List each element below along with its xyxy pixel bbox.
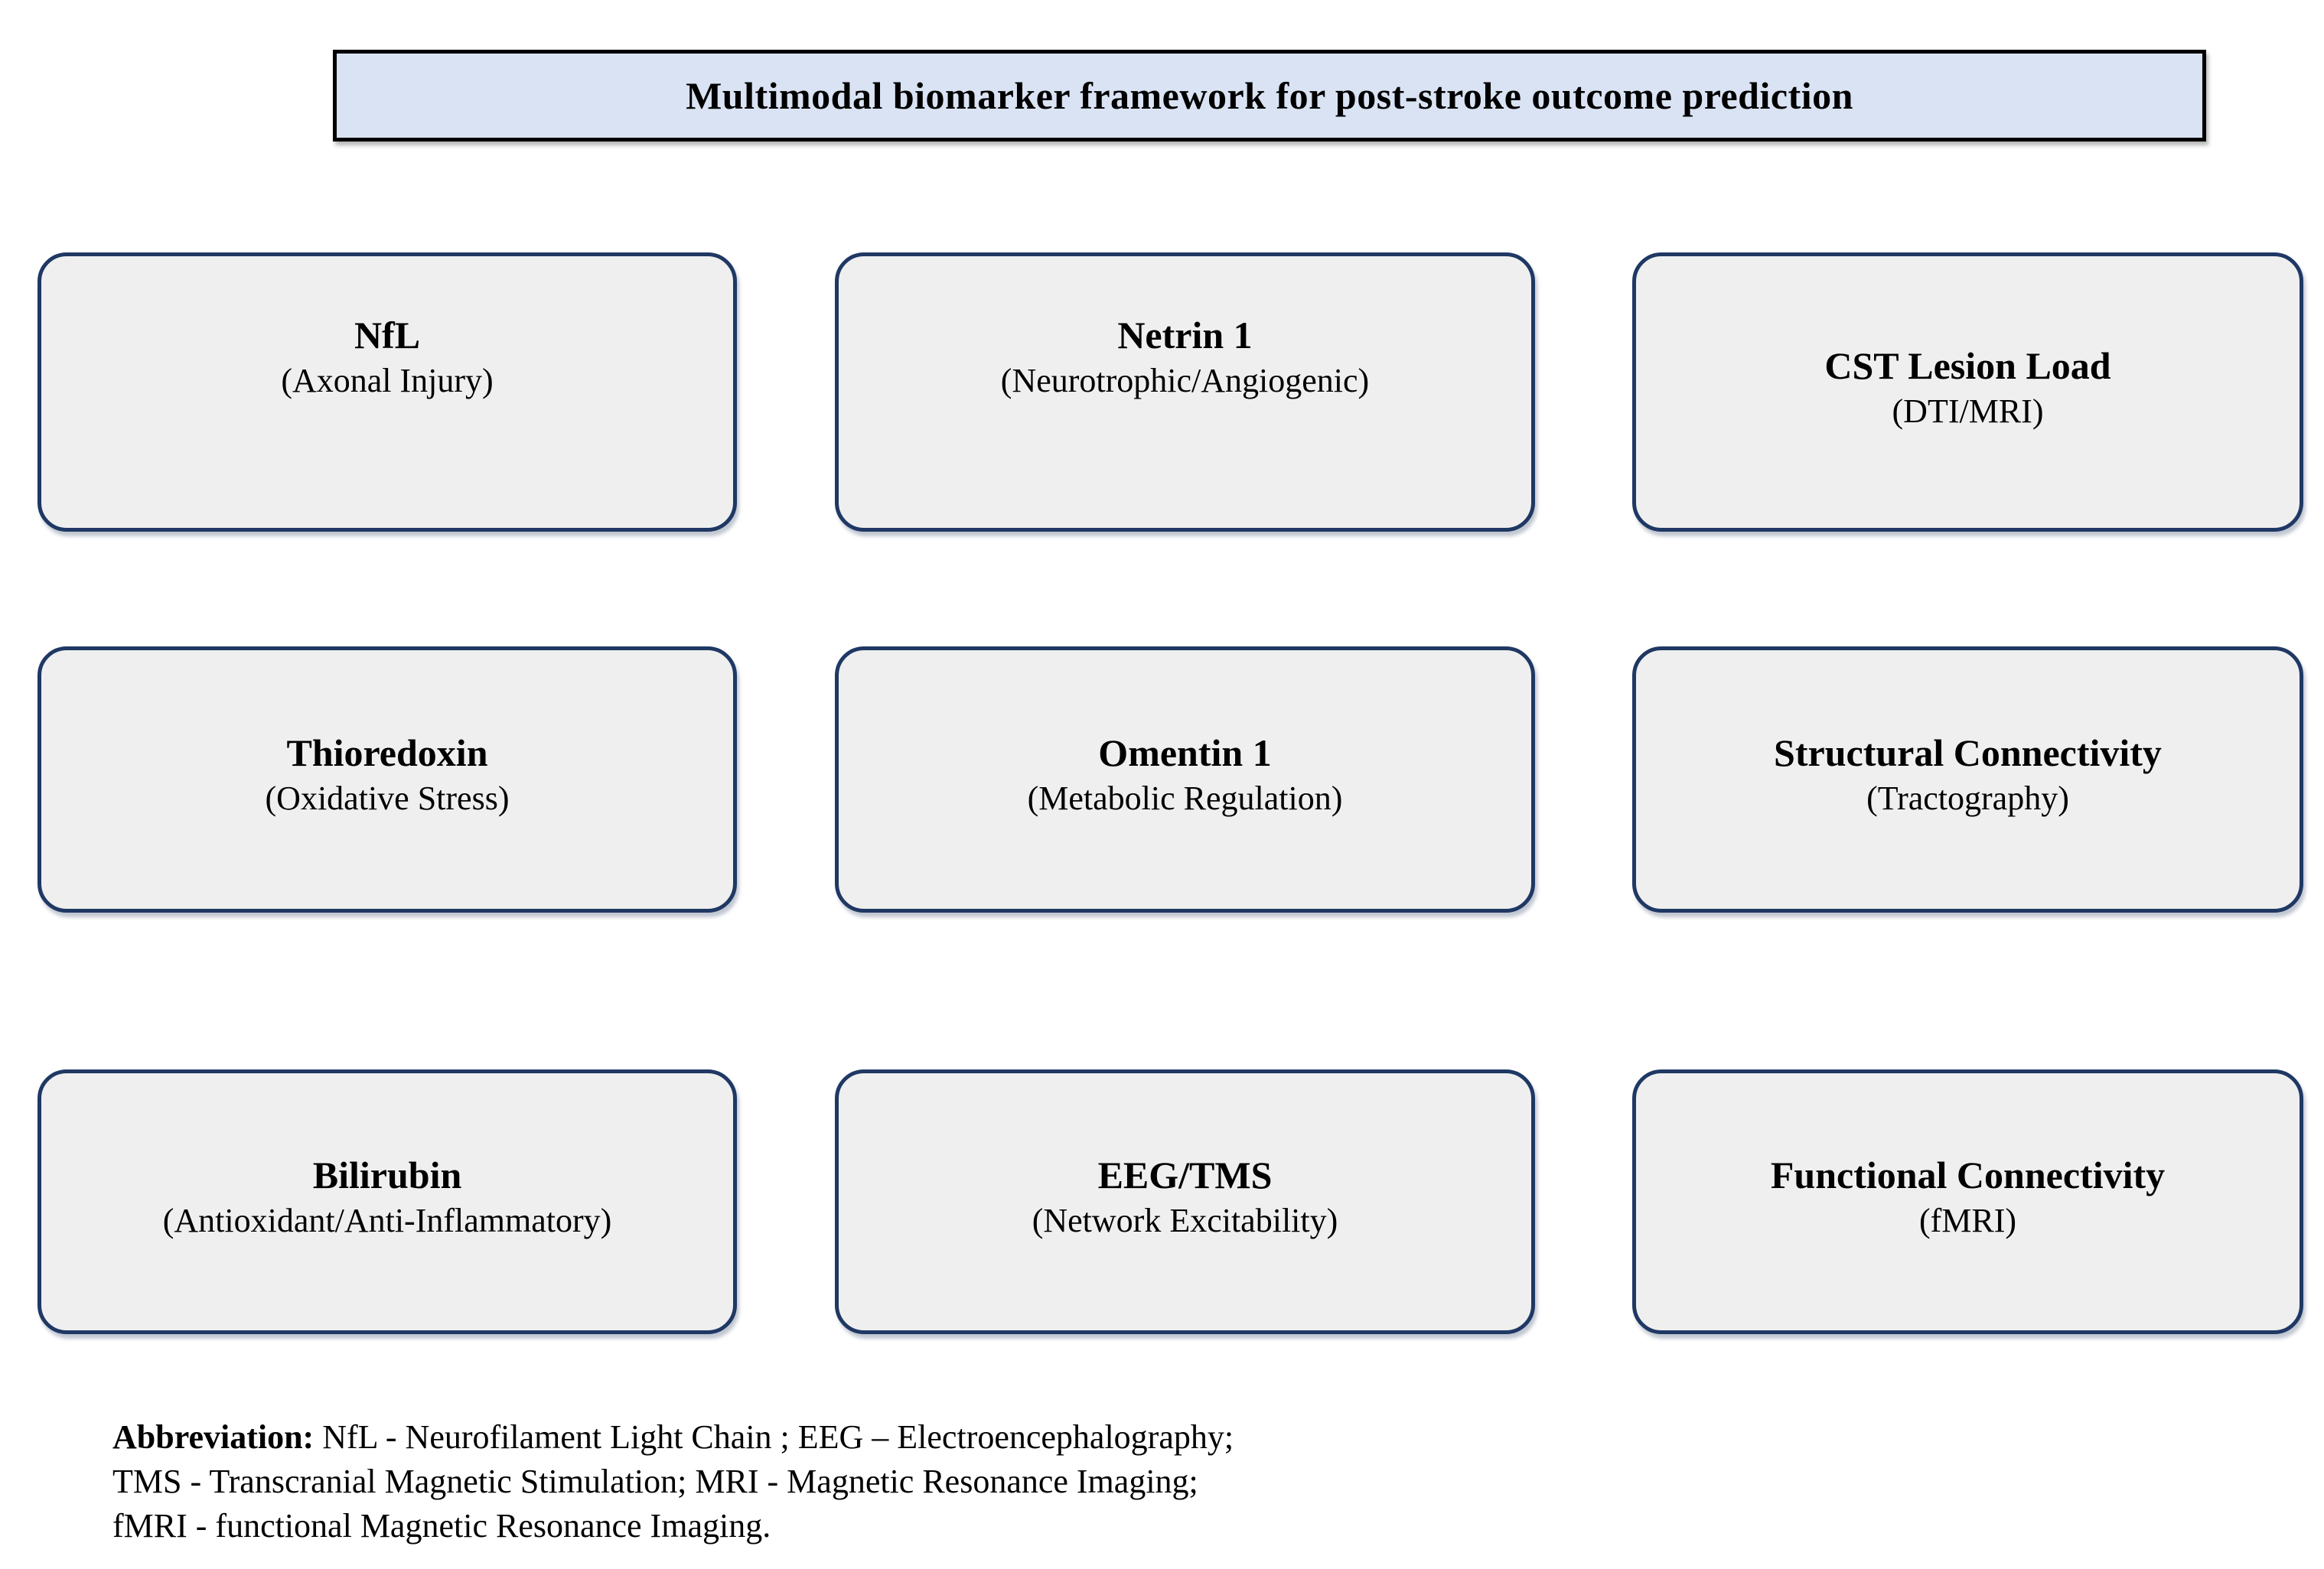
biomarker-name: Bilirubin <box>312 1154 462 1196</box>
biomarker-descriptor: (Neurotrophic/Angiogenic) <box>1000 361 1370 399</box>
biomarker-box-content: EEG/TMS (Network Excitability) <box>1032 1151 1338 1243</box>
biomarker-box-nfl: NfL (Axonal Injury) <box>37 252 737 532</box>
biomarker-box-netrin1: Netrin 1 (Neurotrophic/Angiogenic) <box>835 252 1535 532</box>
biomarker-descriptor: (Network Excitability) <box>1032 1202 1338 1239</box>
biomarker-descriptor: (DTI/MRI) <box>1892 392 2044 430</box>
biomarker-box-content: Netrin 1 (Neurotrophic/Angiogenic) <box>1001 311 1369 403</box>
abbreviation-line-1: Abbreviation: NfL - Neurofilament Light … <box>112 1415 1681 1460</box>
biomarker-box-content: Bilirubin (Antioxidant/Anti-Inflammatory… <box>163 1151 612 1243</box>
biomarker-box-thioredoxin: Thioredoxin (Oxidative Stress) <box>37 646 737 913</box>
biomarker-descriptor: (Metabolic Regulation) <box>1027 780 1343 817</box>
biomarker-name: Omentin 1 <box>1098 731 1272 774</box>
biomarker-box-structural-connectivity: Structural Connectivity (Tractography) <box>1632 646 2303 913</box>
biomarker-descriptor: (Antioxidant/Anti-Inflammatory) <box>162 1202 612 1239</box>
biomarker-box-content: Functional Connectivity (fMRI) <box>1771 1151 2165 1243</box>
biomarker-name: NfL <box>354 313 421 356</box>
biomarker-name: Structural Connectivity <box>1774 731 2162 774</box>
abbreviations-note: Abbreviation: NfL - Neurofilament Light … <box>112 1415 1681 1548</box>
biomarker-name: Functional Connectivity <box>1770 1154 2166 1196</box>
biomarker-box-content: CST Lesion Load (DTI/MRI) <box>1824 342 2111 434</box>
biomarker-box-content: Thioredoxin (Oxidative Stress) <box>266 729 510 821</box>
biomarker-name: CST Lesion Load <box>1824 343 2111 387</box>
biomarker-name: Netrin 1 <box>1117 313 1253 356</box>
biomarker-descriptor: (Axonal Injury) <box>281 361 494 399</box>
title-banner: Multimodal biomarker framework for post-… <box>333 50 2206 142</box>
biomarker-descriptor: (Tractography) <box>1866 780 2069 817</box>
biomarker-name: Thioredoxin <box>286 731 488 774</box>
biomarker-name: EEG/TMS <box>1097 1154 1273 1196</box>
biomarker-box-content: Structural Connectivity (Tractography) <box>1774 729 2162 821</box>
abbreviation-line-2: TMS - Transcranial Magnetic Stimulation;… <box>112 1463 1198 1500</box>
biomarker-box-omentin1: Omentin 1 (Metabolic Regulation) <box>835 646 1535 913</box>
abbreviation-line-1-text: NfL - Neurofilament Light Chain ; EEG – … <box>314 1418 1234 1456</box>
biomarker-box-functional-connectivity: Functional Connectivity (fMRI) <box>1632 1069 2303 1334</box>
biomarker-descriptor: (fMRI) <box>1918 1202 2017 1239</box>
diagram-title: Multimodal biomarker framework for post-… <box>686 74 1853 117</box>
biomarker-box-eeg-tms: EEG/TMS (Network Excitability) <box>835 1069 1535 1334</box>
abbreviation-label: Abbreviation: <box>112 1418 315 1456</box>
biomarker-descriptor: (Oxidative Stress) <box>265 780 510 817</box>
biomarker-box-bilirubin: Bilirubin (Antioxidant/Anti-Inflammatory… <box>37 1069 737 1334</box>
biomarker-box-cst-lesion-load: CST Lesion Load (DTI/MRI) <box>1632 252 2303 532</box>
biomarker-box-content: Omentin 1 (Metabolic Regulation) <box>1028 729 1343 821</box>
biomarker-box-content: NfL (Axonal Injury) <box>281 311 493 403</box>
abbreviation-line-3: fMRI - functional Magnetic Resonance Ima… <box>112 1507 771 1545</box>
